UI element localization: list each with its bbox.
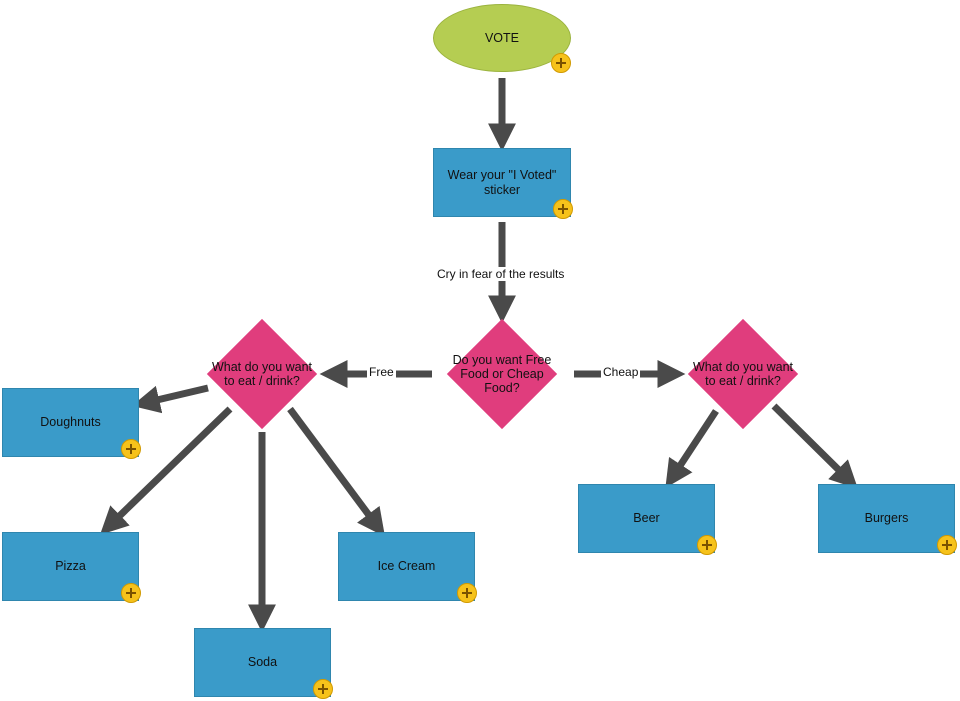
leaf-node-label: Pizza [55,559,86,573]
plus-icon[interactable] [553,199,573,219]
leaf-node-beer[interactable]: Beer [578,484,715,553]
start-node-label: VOTE [484,30,520,45]
plus-icon[interactable] [697,535,717,555]
decision-node-label: What do you want to eat / drink? [692,360,794,388]
process-node-label: Wear your "I Voted" sticker [447,167,557,197]
edge-cheap-to-burgers [771,403,858,489]
leaf-node-doughnuts[interactable]: Doughnuts [2,388,139,457]
start-node-vote[interactable]: VOTE [433,4,571,72]
plus-icon[interactable] [457,583,477,603]
leaf-node-label: Soda [247,655,278,669]
plus-icon[interactable] [121,439,141,459]
process-node-sticker[interactable]: Wear your "I Voted" sticker [433,148,571,217]
decision-node-label: Do you want Free Food or Cheap Food? [452,353,552,395]
edge-label-cry: Cry in fear of the results [435,267,567,281]
leaf-node-label: Beer [633,511,660,525]
leaf-node-label: Ice Cream [377,559,436,573]
leaf-node-burgers[interactable]: Burgers [818,484,955,553]
leaf-node-ice-cream[interactable]: Ice Cream [338,532,475,601]
plus-icon[interactable] [937,535,957,555]
leaf-node-soda[interactable]: Soda [194,628,331,697]
leaf-node-label: Doughnuts [40,415,101,429]
edge-free-to-doughnuts [131,384,209,414]
plus-icon[interactable] [313,679,333,699]
edge-label-cheap: Cheap [601,365,641,379]
plus-icon[interactable] [551,53,571,73]
decision-node-label: What do you want to eat / drink? [211,360,313,388]
edge-label-free: Free [367,365,396,379]
edge-free-to-icecream [287,406,386,537]
edge-free-to-pizza [99,406,233,535]
plus-icon[interactable] [121,583,141,603]
leaf-node-pizza[interactable]: Pizza [2,532,139,601]
leaf-node-label: Burgers [864,511,909,525]
edge-cheap-to-beer [665,409,719,489]
